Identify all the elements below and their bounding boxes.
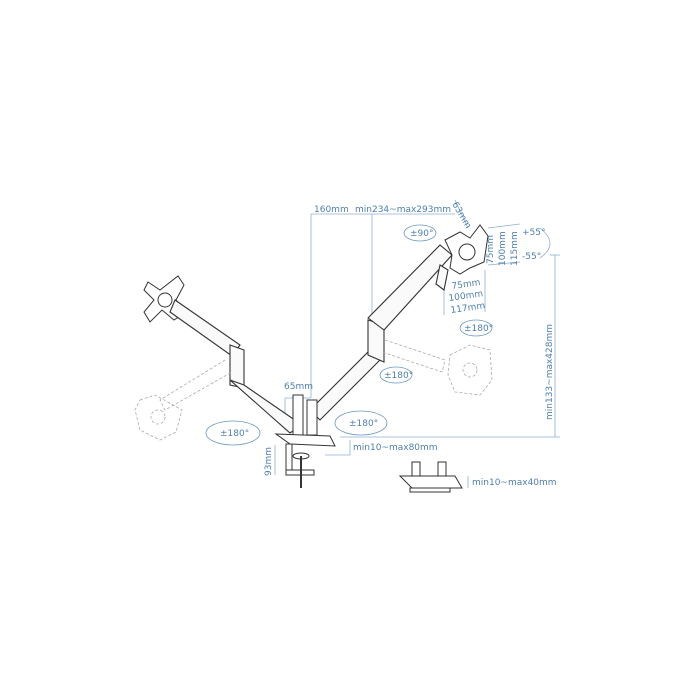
clamp-height-label: 93mm — [264, 447, 274, 476]
right-arm-ghost — [381, 339, 493, 396]
rotate-ellipse-base-right — [334, 410, 388, 436]
rotate-ellipse-head — [459, 319, 493, 337]
height-range-label: min133~max428mm — [545, 324, 555, 420]
grommet-range-label: min10~max40mm — [472, 478, 557, 488]
left-arm-ghost — [134, 359, 233, 441]
clamp-range-label: min10~max80mm — [353, 443, 438, 453]
vesa-h-100: 100mm — [448, 289, 484, 304]
pole-offset-label: 65mm — [284, 382, 313, 392]
right-vesa-plate — [444, 224, 489, 275]
vesa-h-75: 75mm — [451, 278, 481, 292]
grommet-mount — [398, 461, 463, 493]
rotate-ellipse-base-left — [205, 420, 261, 446]
vesa-v-75: 75mm — [486, 235, 496, 264]
rotate-ellipse-90 — [403, 224, 437, 242]
tilt-up-label: +55° — [522, 228, 546, 238]
arm-reach-label: min234~max293mm — [355, 205, 451, 215]
swivel-base-left-label: ±180° — [220, 429, 249, 439]
vesa-v-100: 100mm — [498, 231, 508, 266]
vesa-v-115: 115mm — [510, 231, 520, 266]
right-arm — [309, 244, 453, 421]
tilt-down-label: -55° — [522, 252, 541, 262]
left-arm — [169, 299, 303, 434]
swivel-head-label: ±180° — [464, 324, 493, 334]
desk-clamp — [274, 394, 336, 488]
plate-depth-label: 63mm — [449, 201, 472, 231]
swivel-elbow-label: ±180° — [384, 371, 413, 381]
rotate-90-label: ±90° — [410, 229, 434, 239]
vesa-h-117: 117mm — [450, 301, 486, 316]
arm-offset-label: 160mm — [314, 205, 349, 215]
rotate-ellipse-elbow — [379, 366, 413, 384]
swivel-base-right-label: ±180° — [349, 419, 378, 429]
